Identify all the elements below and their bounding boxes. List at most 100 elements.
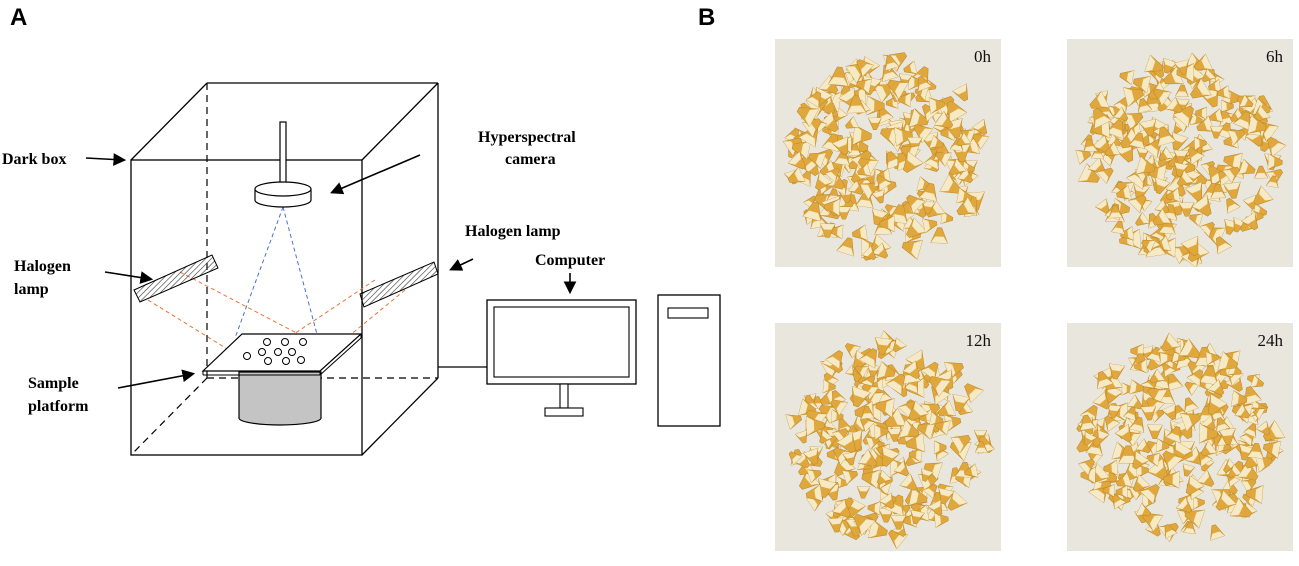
corn-kernel: [881, 446, 900, 467]
corn-kernel: [1166, 373, 1184, 392]
corn-kernel: [1174, 162, 1189, 177]
corn-kernel: [906, 217, 927, 239]
corn-kernel: [819, 429, 833, 444]
corn-kernel: [1178, 338, 1201, 359]
corn-kernel: [1254, 165, 1269, 179]
corn-kernel: [927, 499, 943, 516]
corn-kernel: [875, 398, 895, 418]
corn-kernel: [1221, 99, 1234, 114]
corn-kernel: [830, 399, 849, 416]
corn-kernel: [822, 379, 836, 394]
label-camera-line1: Hyperspectral: [478, 129, 576, 146]
sample-platform: [201, 333, 363, 426]
corn-kernel: [866, 365, 880, 378]
corn-kernel: [908, 487, 928, 506]
corn-kernel: [856, 485, 871, 499]
corn-kernel: [1146, 452, 1161, 467]
camera-ray-left: [234, 206, 284, 339]
corn-kernel: [1097, 370, 1114, 390]
corn-kernel: [1165, 96, 1183, 114]
corn-kernel-pile: [1067, 39, 1293, 267]
corn-kernel: [1243, 423, 1257, 438]
corn-kernel: [1093, 107, 1112, 129]
arrow-camera: [330, 154, 421, 195]
corn-kernel: [884, 407, 907, 428]
corn-kernel: [1165, 426, 1181, 444]
corn-kernel: [1247, 115, 1267, 134]
corn-kernel: [836, 432, 856, 454]
corn-kernel: [937, 399, 957, 417]
corn-kernel: [935, 151, 952, 167]
label-halogen-left-line2: lamp: [14, 281, 49, 298]
corn-kernel: [1215, 236, 1233, 255]
corn-kernel: [791, 140, 812, 160]
corn-kernel: [856, 78, 873, 94]
corn-kernel: [963, 463, 979, 478]
label-arrows: [85, 153, 577, 389]
corn-kernel: [1255, 420, 1271, 436]
corn-kernel: [950, 435, 971, 454]
corn-kernel: [831, 499, 851, 519]
corn-kernel: [1255, 455, 1273, 473]
corn-kernel: [1199, 423, 1218, 444]
corn-kernel: [934, 420, 951, 436]
corn-kernel: [805, 91, 822, 108]
corn-kernel: [903, 60, 918, 75]
label-platform-line2: platform: [28, 398, 89, 415]
corn-kernel: [859, 417, 875, 433]
corn-kernel: [867, 117, 882, 130]
corn-kernel: [1208, 79, 1222, 93]
corn-kernel: [1253, 185, 1274, 206]
corn-kernel: [831, 409, 844, 423]
corn-kernel: [1161, 403, 1176, 421]
corn-kernel: [1140, 405, 1157, 421]
corn-kernel: [1146, 424, 1163, 439]
corn-kernel: [1158, 146, 1174, 161]
corn-kernel: [1105, 119, 1124, 139]
corn-kernel: [1135, 502, 1152, 517]
corn-kernel: [1265, 175, 1279, 188]
corn-kernel: [1162, 450, 1184, 472]
corn-kernel: [921, 468, 934, 482]
corn-kernel: [785, 414, 802, 430]
corn-kernel: [818, 478, 837, 498]
corn-kernel: [861, 383, 879, 400]
corn-kernel: [1116, 184, 1132, 200]
corn-kernel: [1135, 155, 1156, 175]
corn-kernel: [1195, 106, 1208, 120]
corn-kernel: [1231, 390, 1248, 407]
label-computer: Computer: [535, 252, 605, 269]
corn-kernel: [871, 242, 889, 259]
corn-kernel: [1137, 98, 1153, 114]
corn-kernel: [815, 171, 833, 191]
corn-kernel: [1103, 459, 1119, 476]
corn-kernel: [1180, 235, 1199, 257]
corn-kernel: [1122, 87, 1144, 108]
corn-kernel: [1184, 381, 1200, 396]
corn-kernel: [899, 473, 918, 491]
corn-kernel: [922, 218, 938, 234]
corn-kernel: [1185, 475, 1205, 496]
corn-kernel: [1143, 139, 1162, 159]
corn-kernel: [1104, 415, 1121, 432]
corn-kernel-pile: [1067, 323, 1293, 551]
corn-kernel: [892, 337, 907, 353]
corn-kernel: [851, 386, 872, 408]
corn-kernel: [1096, 167, 1114, 184]
corn-kernel: [929, 411, 944, 426]
corn-kernel: [1175, 84, 1189, 98]
corn-kernel: [1198, 365, 1219, 386]
photo-corn-12h: 12h: [775, 323, 1001, 551]
corn-kernel: [860, 406, 875, 420]
corn-kernel: [821, 133, 840, 153]
corn-kernel: [1142, 512, 1164, 532]
corn-kernel: [1200, 161, 1215, 175]
corn-kernel: [867, 501, 881, 516]
corn-kernel: [853, 513, 876, 536]
halogen-lamp-right: [359, 261, 439, 308]
corn-kernel: [1108, 363, 1126, 380]
halogen-ray-left-1: [179, 271, 311, 341]
corn-kernel: [1199, 221, 1215, 237]
corn-kernel: [1239, 94, 1254, 108]
corn-kernel: [819, 223, 836, 238]
